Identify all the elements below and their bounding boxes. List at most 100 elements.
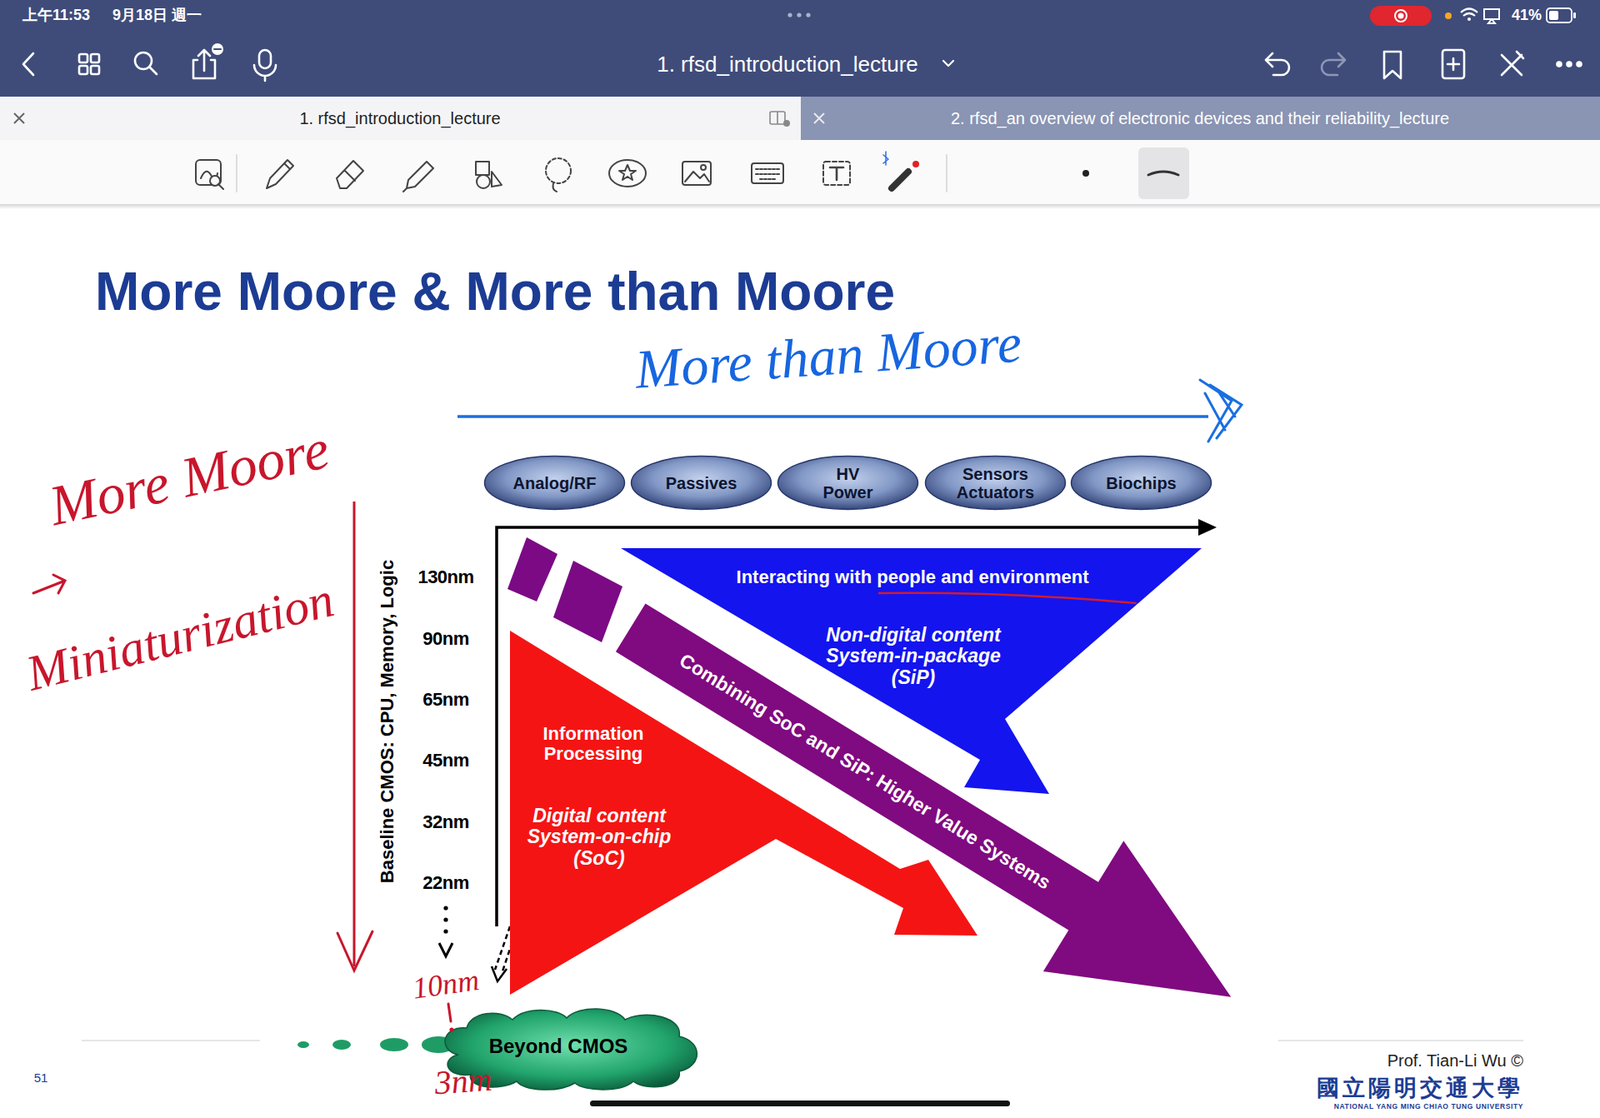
document-tab: 1. rfsd_introduction_lecture — [0, 96, 801, 140]
red-small-arrow — [33, 575, 65, 594]
bluetooth-icon — [883, 151, 889, 165]
badge — [211, 43, 224, 55]
node-size: 90nm — [422, 629, 469, 650]
tool-bar — [0, 140, 1600, 205]
undo-icon — [1265, 53, 1290, 75]
handwritten-note: More Moore — [44, 417, 335, 538]
laser-dot — [912, 160, 920, 168]
record-pill — [1370, 5, 1432, 26]
oval-shape — [778, 456, 919, 510]
node-label: Information Processing — [530, 724, 656, 765]
roadmap-oval: Analog/RF — [483, 455, 626, 511]
red-mark — [448, 1004, 451, 1022]
nav-icons — [23, 43, 1582, 81]
share-icon — [193, 50, 215, 79]
grid-icon — [90, 54, 100, 63]
split-icon-dot — [783, 120, 790, 127]
red-arrow-triangle — [510, 630, 978, 995]
continuation-dot — [443, 917, 448, 922]
add-page-plus — [1447, 58, 1460, 70]
laser-icon — [891, 171, 909, 189]
keyboard-icon — [751, 163, 784, 184]
battery-percent: 41% — [1511, 7, 1542, 25]
handwritten-note: 3nm — [433, 1061, 494, 1103]
tab-background — [0, 96, 801, 140]
page-number: 51 — [34, 1071, 49, 1086]
status-time: 上午11:53 — [22, 7, 90, 25]
keyboard-keys — [755, 169, 780, 180]
more-dot — [1567, 62, 1572, 67]
slide-title: More Moore & More than Moore — [95, 262, 895, 321]
split-icon — [770, 111, 785, 125]
node-label: 2. rfsd_an overview of electronic device… — [950, 109, 1450, 128]
sticker-icon — [619, 165, 636, 180]
battery-nub — [1573, 12, 1576, 19]
close-icon — [14, 113, 25, 124]
search-icon — [135, 52, 152, 70]
size-dot — [1082, 170, 1090, 177]
blue-arrow-head — [1200, 380, 1242, 442]
node-size: 32nm — [422, 812, 469, 833]
node-size: 45nm — [422, 750, 469, 771]
stroke-button — [1138, 147, 1190, 200]
lasso-icon — [545, 158, 571, 184]
image-icon — [682, 161, 711, 185]
badge-minus — [214, 48, 221, 50]
axis-label: Baseline CMOS: CPU, Memory, Logic — [377, 560, 398, 884]
search-icon — [150, 67, 157, 75]
dot — [787, 12, 792, 17]
node-label: Biochips — [1105, 474, 1176, 493]
continuation-dot — [443, 905, 448, 910]
wifi-icon — [1460, 9, 1478, 17]
handwritten-note: Miniaturization — [20, 571, 339, 701]
dropdown-chevron — [943, 60, 954, 66]
record-ring — [1395, 10, 1407, 22]
more-dot — [1557, 62, 1562, 67]
purple-block — [553, 560, 623, 643]
cloud-dot — [332, 1040, 351, 1050]
screen-icon — [1484, 9, 1500, 24]
sticker-icon — [609, 160, 646, 187]
university-name-english: NATIONAL YANG MING CHIAO TUNG UNIVERSITY — [1334, 1103, 1524, 1111]
back-icon — [23, 53, 34, 75]
close-icon — [814, 113, 825, 124]
image-icon — [685, 171, 710, 182]
blue-annotation-arrow — [457, 415, 1209, 419]
author-credit: Prof. Tian-Li Wu © — [1387, 1051, 1524, 1070]
textbox-icon — [830, 167, 844, 180]
continuation-chevron — [439, 943, 453, 957]
node-label: HV Power — [822, 465, 873, 502]
handwritten-note: More than Moore — [633, 313, 1024, 401]
separator — [235, 155, 238, 192]
image-icon — [700, 165, 706, 170]
shape-icon — [491, 171, 502, 187]
mic-icon — [254, 65, 276, 81]
handwritten-note: 10nm — [410, 964, 482, 1006]
node-body: Digital content System-on-chip (SoC) — [522, 805, 677, 870]
textbox-icon — [823, 161, 850, 185]
split-icon — [776, 111, 779, 125]
eraser-icon — [336, 160, 364, 189]
more-dot — [1577, 62, 1582, 67]
zoom-icon — [218, 184, 224, 190]
status-date: 9月18日 週一 — [112, 7, 202, 25]
red-underline — [879, 593, 1136, 604]
node-label: Beyond CMOS — [489, 1035, 629, 1058]
bookmark-icon — [1384, 51, 1401, 79]
university-name: 國立陽明交通大學 — [1316, 1076, 1524, 1102]
record-dot — [1398, 13, 1405, 20]
cloud-dot — [380, 1038, 409, 1052]
roadmap-oval: Biochips — [1070, 455, 1213, 511]
document-tab: 2. rfsd_an overview of electronic device… — [800, 96, 1600, 140]
add-page-icon — [1442, 50, 1465, 79]
redo-icon — [1321, 53, 1345, 75]
battery — [1546, 8, 1572, 23]
grid-icon — [90, 65, 100, 75]
home-indicator — [590, 1100, 1010, 1107]
tool-bar-shadow — [0, 204, 1600, 210]
dot — [805, 12, 810, 17]
axis-head — [1198, 519, 1217, 536]
node-label: 1. rfsd_introduction_lecture — [299, 109, 500, 128]
app-bar — [0, 0, 1600, 97]
